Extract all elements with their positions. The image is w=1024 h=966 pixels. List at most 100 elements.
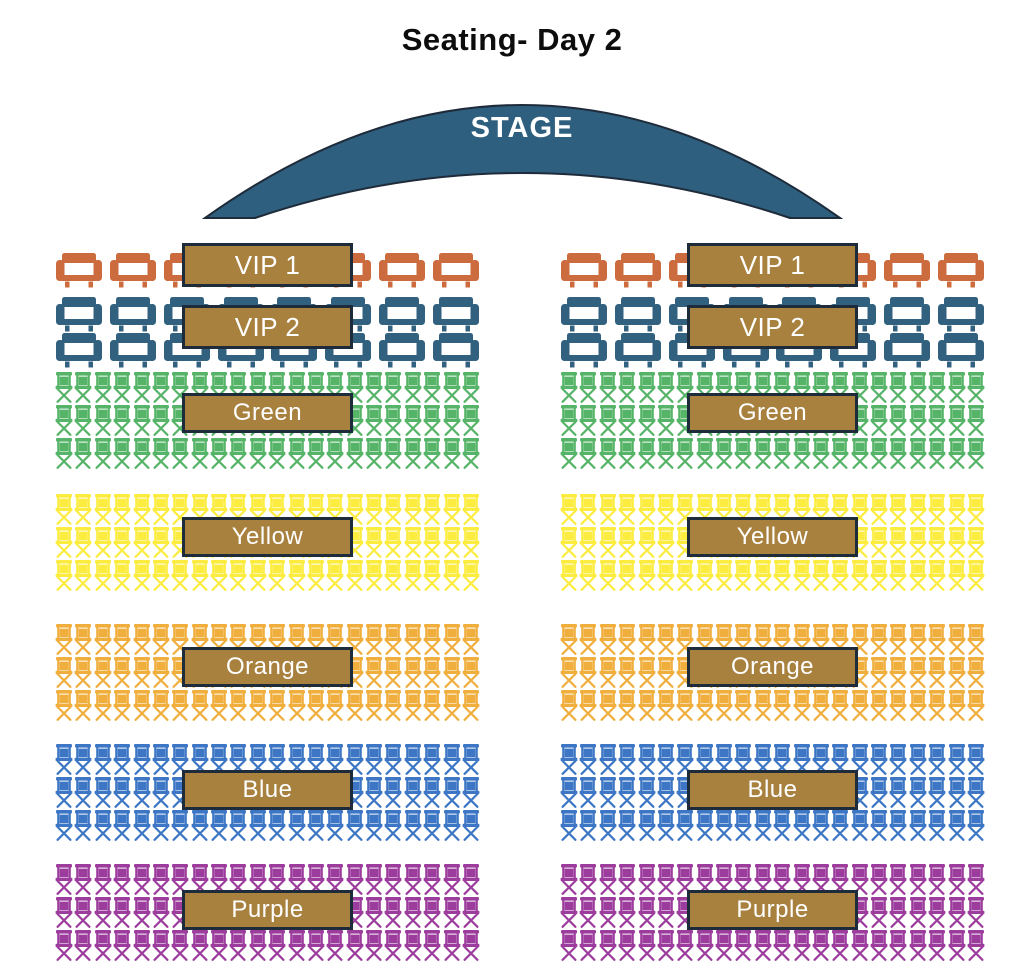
section-yellow-right: Yellow <box>560 494 985 593</box>
director-chair-icon <box>599 624 617 655</box>
director-chair-icon <box>889 897 907 928</box>
director-chair-icon <box>462 864 480 895</box>
director-chair-icon <box>889 438 907 469</box>
section-label-purple: Purple <box>182 890 353 930</box>
director-chair-icon <box>851 438 869 469</box>
director-chair-icon <box>113 372 131 403</box>
director-chair-icon <box>579 810 597 841</box>
director-chair-icon <box>870 372 888 403</box>
director-chair-icon <box>618 690 636 721</box>
director-chair-icon <box>443 864 461 895</box>
director-chair-icon <box>94 777 112 808</box>
director-chair-icon <box>638 897 656 928</box>
director-chair-icon <box>462 438 480 469</box>
director-chair-icon <box>734 560 752 591</box>
director-chair-icon <box>152 494 170 525</box>
director-chair-icon <box>171 930 189 961</box>
director-chair-icon <box>171 494 189 525</box>
stage-band <box>201 104 844 219</box>
director-chair-icon <box>793 810 811 841</box>
director-chair-icon <box>948 930 966 961</box>
director-chair-icon <box>948 744 966 775</box>
director-chair-icon <box>909 372 927 403</box>
director-chair-icon <box>94 657 112 688</box>
director-chair-icon <box>599 372 617 403</box>
director-chair-icon <box>55 494 73 525</box>
director-chair-icon <box>657 690 675 721</box>
director-chair-icon <box>696 438 714 469</box>
director-chair-icon <box>909 810 927 841</box>
director-chair-icon <box>928 372 946 403</box>
director-chair-icon <box>443 438 461 469</box>
director-chair-icon <box>967 438 985 469</box>
seat-row <box>560 930 985 963</box>
director-chair-icon <box>288 810 306 841</box>
director-chair-icon <box>191 690 209 721</box>
director-chair-icon <box>404 810 422 841</box>
director-chair-icon <box>152 372 170 403</box>
director-chair-icon <box>404 624 422 655</box>
director-chair-icon <box>249 864 267 895</box>
director-chair-icon <box>384 864 402 895</box>
director-chair-icon <box>384 810 402 841</box>
director-chair-icon <box>754 930 772 961</box>
director-chair-icon <box>462 560 480 591</box>
director-chair-icon <box>599 494 617 525</box>
director-chair-icon <box>812 560 830 591</box>
sofa-icon <box>614 252 662 288</box>
director-chair-icon <box>676 864 694 895</box>
director-chair-icon <box>889 657 907 688</box>
director-chair-icon <box>618 897 636 928</box>
sofa-icon <box>109 296 157 332</box>
director-chair-icon <box>113 494 131 525</box>
director-chair-icon <box>579 930 597 961</box>
director-chair-icon <box>928 405 946 436</box>
director-chair-icon <box>404 438 422 469</box>
director-chair-icon <box>443 560 461 591</box>
director-chair-icon <box>152 810 170 841</box>
director-chair-icon <box>384 372 402 403</box>
director-chair-icon <box>754 810 772 841</box>
director-chair-icon <box>831 930 849 961</box>
director-chair-icon <box>462 690 480 721</box>
director-chair-icon <box>94 690 112 721</box>
director-chair-icon <box>909 405 927 436</box>
seat-row <box>560 744 985 777</box>
director-chair-icon <box>967 560 985 591</box>
director-chair-icon <box>307 930 325 961</box>
director-chair-icon <box>326 560 344 591</box>
sofa-icon <box>937 332 985 368</box>
section-vip-2-right: VIP 2 <box>560 296 985 368</box>
director-chair-icon <box>560 744 578 775</box>
director-chair-icon <box>133 494 151 525</box>
director-chair-icon <box>113 527 131 558</box>
director-chair-icon <box>443 494 461 525</box>
sofa-icon <box>109 332 157 368</box>
director-chair-icon <box>851 810 869 841</box>
director-chair-icon <box>889 405 907 436</box>
director-chair-icon <box>288 560 306 591</box>
section-label-green: Green <box>687 393 858 433</box>
director-chair-icon <box>443 657 461 688</box>
director-chair-icon <box>657 372 675 403</box>
director-chair-icon <box>171 438 189 469</box>
director-chair-icon <box>909 744 927 775</box>
director-chair-icon <box>229 560 247 591</box>
director-chair-icon <box>851 930 869 961</box>
director-chair-icon <box>229 438 247 469</box>
director-chair-icon <box>133 864 151 895</box>
director-chair-icon <box>404 405 422 436</box>
section-label-purple: Purple <box>687 890 858 930</box>
director-chair-icon <box>113 405 131 436</box>
seat-row <box>560 864 985 897</box>
director-chair-icon <box>152 657 170 688</box>
director-chair-icon <box>133 897 151 928</box>
director-chair-icon <box>948 560 966 591</box>
director-chair-icon <box>657 777 675 808</box>
director-chair-icon <box>618 864 636 895</box>
section-vip-1-right: VIP 1 <box>560 243 985 288</box>
director-chair-icon <box>346 438 364 469</box>
director-chair-icon <box>676 494 694 525</box>
director-chair-icon <box>812 930 830 961</box>
director-chair-icon <box>793 744 811 775</box>
